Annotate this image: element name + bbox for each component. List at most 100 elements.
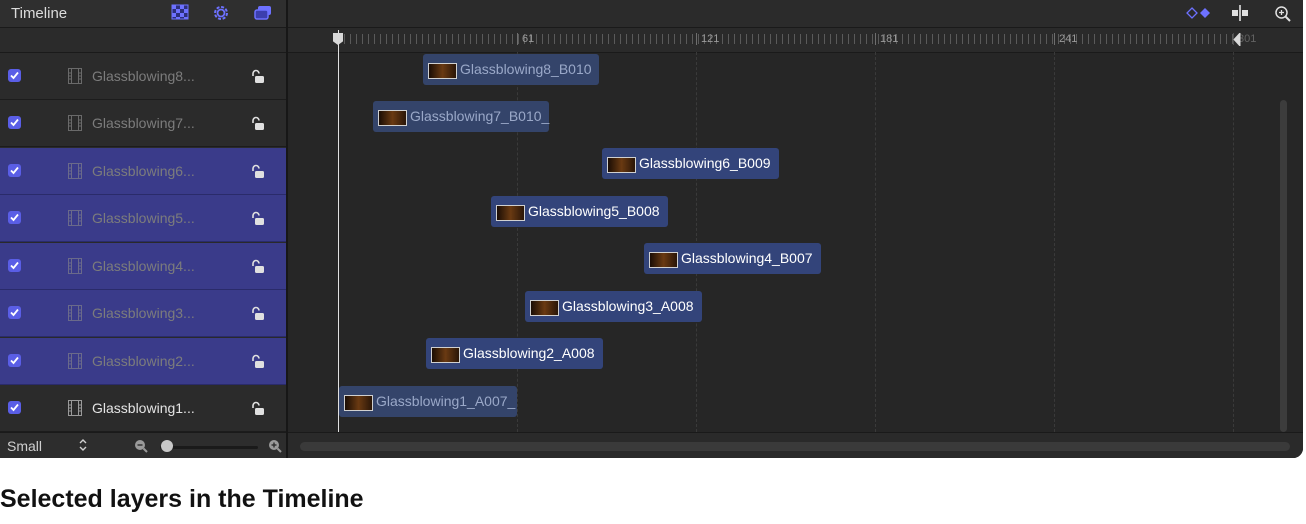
clip-label: Glassblowing6_B009 [639,155,771,171]
layer-checkbox[interactable] [8,354,21,367]
grid-line [1233,52,1234,432]
layer-name: Glassblowing6... [92,163,195,179]
vertical-scrollbar[interactable] [1280,100,1287,432]
clip-label: Glassblowing8_B010 [460,61,592,77]
grid-line [875,52,876,432]
layer-checkbox[interactable] [8,164,21,177]
layer-row[interactable]: Glassblowing1... [0,385,286,432]
film-icon [68,305,82,326]
clip-label: Glassblowing1_A007_ [376,393,516,409]
layer-name: Glassblowing4... [92,258,195,274]
gear-icon[interactable] [212,4,232,22]
checkerboard-icon[interactable] [171,4,191,22]
zoom-icon[interactable] [1274,5,1292,28]
layer-row[interactable]: Glassblowing6... [0,148,286,195]
ruler-label: 181 [875,33,898,45]
clip-label: Glassblowing2_A008 [463,345,595,361]
unlock-icon[interactable] [250,211,266,232]
keyframe-icon[interactable] [1185,6,1213,25]
chevron-updown-icon[interactable] [78,438,88,457]
unlock-icon[interactable] [250,354,266,375]
unlock-icon[interactable] [250,69,266,90]
layers-icon[interactable] [253,4,273,22]
clip-thumbnail [530,300,559,316]
layer-row[interactable]: Glassblowing7... [0,100,286,147]
layer-checkbox[interactable] [8,259,21,272]
panel-subheader [0,28,286,53]
clip-thumbnail [378,110,407,126]
grid-line [1054,52,1055,432]
timeline-window: Timeline [0,0,1303,458]
layer-name: Glassblowing1... [92,400,195,416]
layer-checkbox[interactable] [8,306,21,319]
unlock-icon[interactable] [250,259,266,280]
timeline-clip[interactable]: Glassblowing3_A008 [525,291,702,322]
grid-line [517,52,518,432]
layer-row[interactable]: Glassblowing5... [0,195,286,242]
clip-label: Glassblowing4_B007 [681,250,813,266]
grid-line [696,52,697,432]
snap-icon[interactable] [1230,5,1250,26]
clip-thumbnail [496,205,525,221]
time-ruler[interactable]: 61 121 181 241 301 [288,28,1303,53]
film-icon [68,68,82,89]
unlock-icon[interactable] [250,116,266,137]
layer-checkbox[interactable] [8,69,21,82]
film-icon [68,210,82,231]
size-popup-label[interactable]: Small [7,438,43,454]
timeline-clip[interactable]: Glassblowing8_B010 [423,54,599,85]
ruler-ticks [338,34,1238,44]
layer-row[interactable]: Glassblowing4... [0,243,286,290]
timeline-footer [288,432,1303,458]
clip-thumbnail [649,252,678,268]
ruler-label: 241 [1054,33,1077,45]
panel-divider[interactable] [286,0,288,458]
clip-thumbnail [607,157,636,173]
playhead-line[interactable] [338,30,339,432]
layer-checkbox[interactable] [8,401,21,414]
clip-label: Glassblowing7_B010_ [410,108,550,124]
zoom-in-icon[interactable] [267,438,283,458]
zoom-slider-knob[interactable] [161,440,173,452]
layer-row[interactable]: Glassblowing8... [0,53,286,100]
timeline-header [288,0,1303,28]
panel-header: Timeline [0,0,286,28]
ruler-label: 301 [1233,33,1256,45]
unlock-icon[interactable] [250,401,266,422]
layer-checkbox[interactable] [8,116,21,129]
unlock-icon[interactable] [250,164,266,185]
timeline-clip[interactable]: Glassblowing2_A008 [426,338,603,369]
playhead-handle[interactable] [333,33,343,45]
layer-name: Glassblowing2... [92,353,195,369]
film-icon [68,115,82,136]
layer-name: Glassblowing5... [92,210,195,226]
zoom-slider-track[interactable] [160,446,258,449]
zoom-out-icon[interactable] [133,438,149,458]
timeline-clip[interactable]: Glassblowing4_B007 [644,243,821,274]
layer-name: Glassblowing7... [92,115,195,131]
ruler-label: 61 [517,33,534,45]
timeline-clip[interactable]: Glassblowing1_A007_ [339,386,517,417]
clip-label: Glassblowing5_B008 [528,203,660,219]
panel-title: Timeline [11,5,68,22]
timeline-clip[interactable]: Glassblowing7_B010_ [373,101,549,132]
clip-thumbnail [428,63,457,79]
play-range-out-marker[interactable] [1233,31,1241,48]
layers-panel: Timeline [0,0,286,458]
figure-caption: Selected layers in the Timeline [0,485,364,513]
unlock-icon[interactable] [250,306,266,327]
film-icon [68,258,82,279]
layer-name: Glassblowing3... [92,305,195,321]
timeline-clip[interactable]: Glassblowing6_B009 [602,148,779,179]
timeline-clip[interactable]: Glassblowing5_B008 [491,196,668,227]
timeline-area: 61 121 181 241 301 Glassblowing8_B010 Gl… [288,0,1303,458]
layer-checkbox[interactable] [8,211,21,224]
clip-label: Glassblowing3_A008 [562,298,694,314]
layer-row[interactable]: Glassblowing3... [0,290,286,337]
film-icon [68,353,82,374]
horizontal-scrollbar[interactable] [300,442,1290,451]
panel-footer: Small [0,432,286,458]
layer-row[interactable]: Glassblowing2... [0,338,286,385]
clip-thumbnail [344,395,373,411]
ruler-label: 121 [696,33,719,45]
